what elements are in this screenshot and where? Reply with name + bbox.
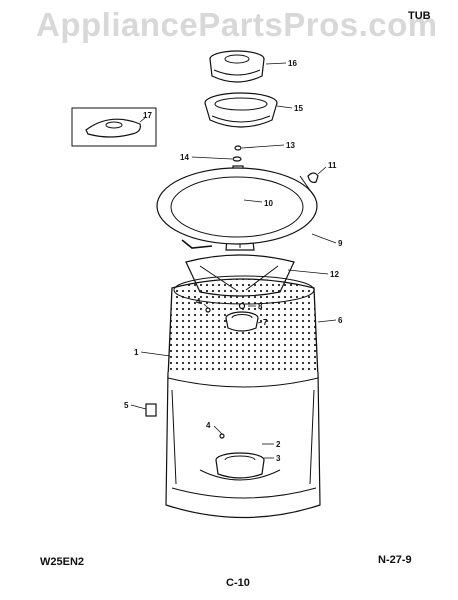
callout-14: 14 [180,153,189,162]
callout-10: 10 [264,199,273,208]
model-number: W25EN2 [40,556,85,568]
part-11-clip [307,172,319,183]
callout-4-lower: 4 [206,421,211,430]
part-5-plate [145,403,157,417]
callout-12: 12 [330,270,339,279]
callout-17: 17 [143,111,152,120]
part-16-cap [209,50,265,83]
callout-2: 2 [276,440,281,449]
part-17-inset [71,107,157,147]
callout-15: 15 [294,104,303,113]
callout-8: 8 [258,302,263,311]
callout-7: 7 [263,318,268,327]
callout-6: 6 [338,316,343,325]
part-13-14-fasteners [232,145,242,162]
page-reference: N-27-9 [378,554,412,566]
watermark-logo: AppliancePartsPros.com [36,6,438,43]
part-15-cup [204,92,278,128]
leader-lines [130,62,337,459]
outer-tub [165,371,321,519]
callout-3: 3 [276,454,281,463]
part-9-tub-ring [156,167,318,249]
section-title: TUB [408,10,431,22]
callout-11: 11 [328,161,337,170]
callout-13: 13 [286,141,295,150]
page-code: C-10 [226,577,250,589]
wash-basket [167,275,319,388]
callout-9: 9 [338,239,343,248]
callout-1: 1 [134,348,139,357]
callout-16: 16 [288,59,297,68]
callout-4-upper: 4 [196,297,201,306]
callout-5: 5 [124,401,129,410]
